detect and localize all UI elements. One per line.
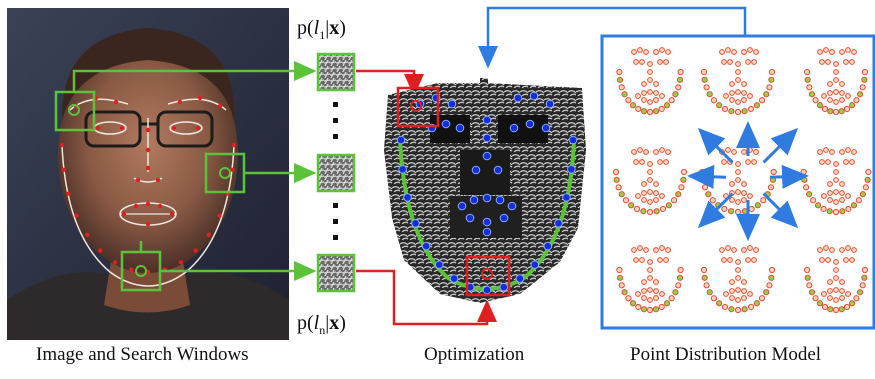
response-patch-n — [316, 253, 356, 293]
caption-image-and-search-windows: Image and Search Windows — [36, 344, 249, 365]
equation-p-l1-given-x: p(l1|x) — [297, 17, 346, 42]
caption-point-distribution-model: Point Distribution Model — [630, 344, 822, 365]
pdm-variation-arrows — [687, 121, 809, 241]
optimization-window-bottom — [465, 255, 511, 297]
pdm-face-grid — [612, 47, 872, 314]
optimization-point-top — [410, 100, 422, 112]
optimization-point-bottom — [481, 268, 493, 280]
ellipsis-dots-lower — [333, 203, 338, 240]
green-arrow-bottom — [139, 241, 314, 271]
red-arrow-top — [356, 69, 424, 97]
blue-arrow-pdm-to-optimization — [478, 6, 747, 69]
ellipsis-dots-upper — [333, 102, 338, 139]
green-arrow-top — [72, 61, 317, 92]
response-patch-2 — [316, 153, 356, 193]
red-arrow-bottom — [356, 269, 497, 326]
optimization-window-top — [396, 86, 440, 128]
optimization-face-mask — [384, 78, 586, 303]
equation-p-ln-given-x: p(ln|x) — [297, 312, 346, 337]
response-patch-1 — [316, 52, 356, 92]
caption-optimization: Optimization — [424, 344, 525, 365]
